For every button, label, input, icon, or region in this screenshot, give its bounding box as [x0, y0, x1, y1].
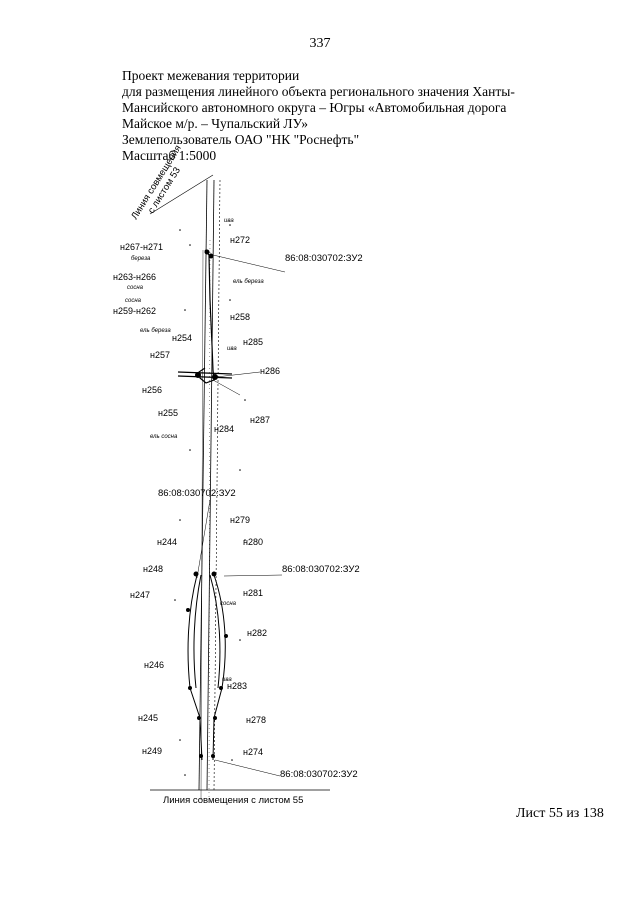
title-line-1: Проект межевания территории	[122, 68, 300, 83]
point-label: н248	[143, 564, 163, 574]
leader-lines	[196, 254, 286, 777]
point-label: н259-н262	[113, 306, 156, 316]
title-line-6: Масштаб 1:5000	[122, 148, 217, 163]
point-label: н256	[142, 385, 162, 395]
road-corridor	[198, 179, 221, 801]
vegetation-label: ель береза	[140, 328, 171, 334]
point-label: н279	[230, 515, 250, 525]
point-label: н267-н271	[120, 242, 163, 252]
point-label: н254	[172, 333, 192, 343]
terrain-marks	[174, 224, 246, 776]
point-label: н263-н266	[113, 272, 156, 282]
top-match-line	[149, 174, 214, 215]
vegetation-label: сосна	[125, 298, 142, 304]
sheet-label: Лист 55 из 138	[516, 806, 604, 821]
parcel-label-1: 86:08:030702:ЗУ2	[285, 253, 363, 264]
point-label: н274	[243, 747, 263, 757]
point-label: н281	[243, 588, 263, 598]
vegetation-label: ель береза	[233, 279, 264, 285]
vegetation-label: сосна	[220, 601, 237, 607]
vegetation-label: ива	[222, 677, 232, 683]
point-label: н278	[246, 715, 266, 725]
title-line-5: Землепользователь ОАО "НК "Роснефть"	[122, 132, 360, 147]
point-label: н258	[230, 312, 250, 322]
title-line-4: Майское м/р. – Чупальский ЛУ»	[122, 116, 309, 131]
point-label: н283	[227, 681, 247, 691]
point-label: н249	[142, 746, 162, 756]
point-label: н285	[243, 337, 263, 347]
vegetation-label: береза	[131, 256, 151, 262]
point-label: н286	[260, 366, 280, 376]
vegetation-label: сосна	[127, 285, 144, 291]
point-label: н246	[144, 660, 164, 670]
point-label: н272	[230, 235, 250, 245]
vegetation-label: ива	[224, 218, 234, 224]
point-label: н282	[247, 628, 267, 638]
top-match-line-label: Линия совмещения с листом 53	[129, 143, 184, 221]
point-label: н255	[158, 408, 178, 418]
parcel-label-2: 86:08:030702:ЗУ2	[158, 488, 236, 499]
parcel-label-3: 86:08:030702:ЗУ2	[282, 564, 360, 575]
point-label: н244	[157, 537, 177, 547]
title-line-2: для размещения линейного объекта региона…	[122, 84, 515, 99]
parcel-label-4: 86:08:030702:ЗУ2	[280, 769, 358, 780]
point-label: н257	[150, 350, 170, 360]
vegetation-label: ива	[227, 346, 237, 352]
survey-point-markers	[186, 249, 228, 758]
vegetation-label: ель сосна	[150, 434, 178, 440]
point-label: н284	[214, 424, 234, 434]
vegetation-labels: ива береза сосна ель береза сосна ель бе…	[125, 218, 264, 683]
page-number: 337	[309, 36, 331, 51]
point-label: н245	[138, 713, 158, 723]
point-label: н287	[250, 415, 270, 425]
title-block: Проект межевания территории для размещен…	[122, 68, 542, 164]
bottom-match-line-label: Линия совмещения с листом 55	[163, 795, 303, 806]
title-line-3: Мансийского автономного округа – Югры «А…	[122, 100, 507, 115]
point-label: н247	[130, 590, 150, 600]
point-label: н280	[243, 537, 263, 547]
